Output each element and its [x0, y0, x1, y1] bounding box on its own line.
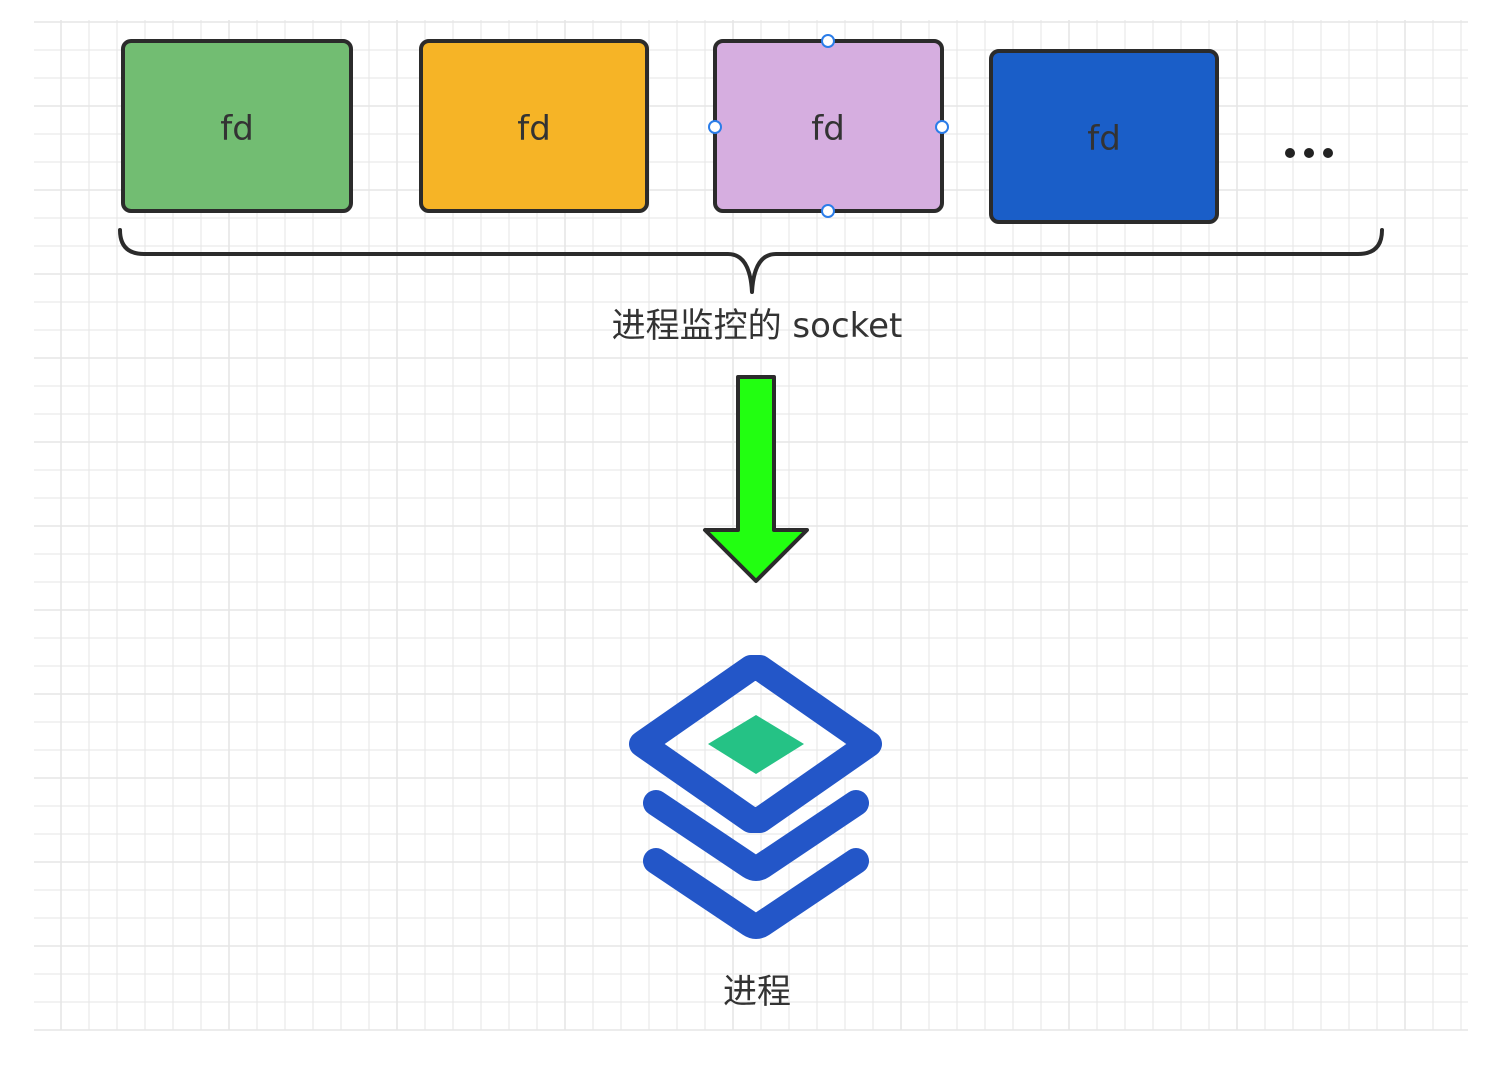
ellipsis-dot	[1323, 148, 1333, 158]
down-arrow[interactable]	[703, 375, 809, 583]
selection-handle-bottom[interactable]	[821, 204, 835, 218]
fd-box-label: fd	[1087, 119, 1121, 159]
selection-handle-left[interactable]	[708, 120, 722, 134]
fd-box-label: fd	[517, 109, 551, 149]
group-label[interactable]: 进程监控的 socket	[612, 306, 903, 346]
stack-layers-icon[interactable]	[629, 655, 882, 939]
fd-box-2[interactable]: fd	[419, 39, 649, 213]
fd-box-label: fd	[811, 109, 845, 149]
fd-box-4[interactable]: fd	[989, 49, 1219, 224]
stack-bottom-layer	[643, 848, 869, 939]
stack-core-diamond	[708, 715, 804, 774]
curly-brace[interactable]	[118, 228, 1384, 294]
ellipsis-dot	[1304, 148, 1314, 158]
process-label[interactable]: 进程	[723, 972, 791, 1012]
fd-box-label: fd	[220, 109, 254, 149]
fd-box-3-selected[interactable]: fd	[708, 34, 949, 218]
stack-middle-layer	[643, 790, 869, 881]
selection-handle-right[interactable]	[935, 120, 949, 134]
selection-handle-top[interactable]	[821, 34, 835, 48]
fd-box-1[interactable]: fd	[121, 39, 353, 213]
stack-top-layer	[629, 655, 882, 833]
fd-box-shape[interactable]	[121, 39, 353, 213]
fd-box-shape[interactable]	[419, 39, 649, 213]
ellipsis-dot	[1285, 148, 1295, 158]
fd-box-shape[interactable]	[989, 49, 1219, 224]
ellipsis-text: ...	[1308, 159, 1310, 161]
ellipsis-more[interactable]: ...	[1285, 148, 1333, 161]
